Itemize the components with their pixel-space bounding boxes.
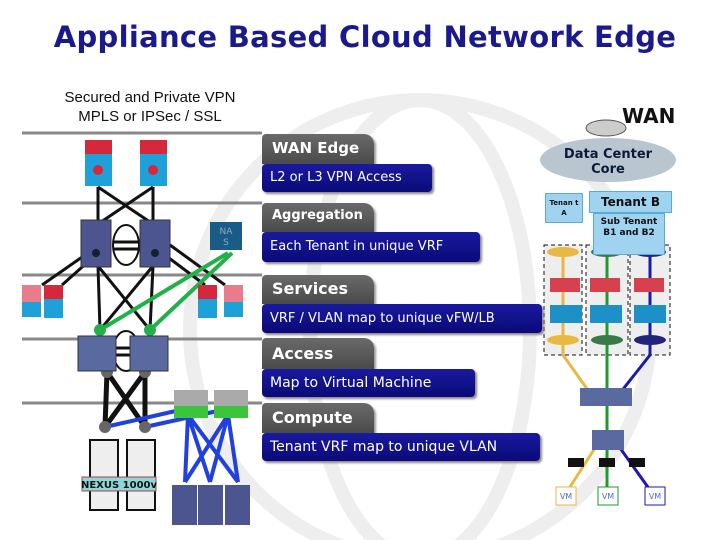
svg-text:VM: VM [602, 492, 614, 501]
nas-links [98, 251, 234, 332]
svg-text:NA: NA [220, 227, 234, 237]
layer-tab-compute: Compute [262, 403, 374, 433]
firewall-icon [224, 285, 243, 317]
vpn-subtitle: Secured and Private VPN MPLS or IPSec / … [40, 88, 260, 126]
vm-icons: VM VM VM [555, 486, 666, 506]
aggregation-switch-icon [80, 219, 112, 268]
svg-text:VM: VM [649, 492, 661, 501]
data-center-core-label: Data Center Core [548, 147, 668, 177]
fc-switch-icon [214, 390, 248, 418]
tenant-access-switch-icon [580, 388, 632, 406]
slide-title: Appliance Based Cloud Network Edge [53, 20, 677, 54]
data-center-core-cloud [540, 138, 676, 182]
layer-desc-services: VRF / VLAN map to unique vFW/LB [262, 304, 542, 333]
firewall-icon [22, 285, 41, 317]
core-router-icon [585, 119, 627, 137]
fc-storage-icon [172, 485, 250, 525]
wan-label: WAN [622, 104, 676, 128]
wan-edge-router-icon [140, 140, 167, 186]
access-switch-icon [77, 335, 117, 372]
svg-text:VM: VM [560, 492, 572, 501]
nas-icon: NAS [210, 222, 242, 250]
layer-tab-wan-edge: WAN Edge [262, 134, 374, 164]
wan-edge-router-icon [85, 140, 112, 186]
tenant-b-label: Tenant B [589, 191, 672, 213]
service-module-icon [198, 285, 217, 318]
fc-switch-icon [174, 390, 208, 418]
cloud-label-line-1: Data Center [563, 147, 653, 162]
virtual-switch-icon [592, 430, 624, 450]
aggregation-switch-icon [139, 219, 171, 268]
tenant-a-label: Tenan t A [545, 193, 583, 223]
sub-tenant-label: Sub Tenant B1 and B2 [593, 213, 665, 255]
fc-links [104, 408, 240, 484]
port-channel-icon [112, 224, 140, 266]
nexus-label: NEXUS 1000v [81, 480, 158, 491]
layer-desc-wan-edge: L2 or L3 VPN Access [262, 164, 432, 192]
subtitle-line-1: Secured and Private VPN [64, 89, 236, 106]
server-rack-icon: NEXUS 1000v [81, 439, 158, 511]
layer-desc-compute: Tenant VRF map to unique VLAN [262, 433, 540, 461]
svg-text:S: S [223, 238, 229, 248]
subtitle-line-2: MPLS or IPSec / SSL [78, 108, 222, 125]
layer-desc-aggregation: Each Tenant in unique VRF [262, 232, 480, 262]
layer-tab-access: Access [262, 338, 374, 369]
layer-tab-aggregation: Aggregation [262, 203, 374, 232]
service-module-icon [44, 285, 63, 318]
layer-desc-access: Map to Virtual Machine [262, 369, 475, 397]
access-switch-icon [129, 335, 169, 372]
layer-tab-services: Services [262, 275, 374, 304]
cloud-label-line-2: Core [591, 162, 625, 177]
tenant-devices [547, 247, 666, 467]
